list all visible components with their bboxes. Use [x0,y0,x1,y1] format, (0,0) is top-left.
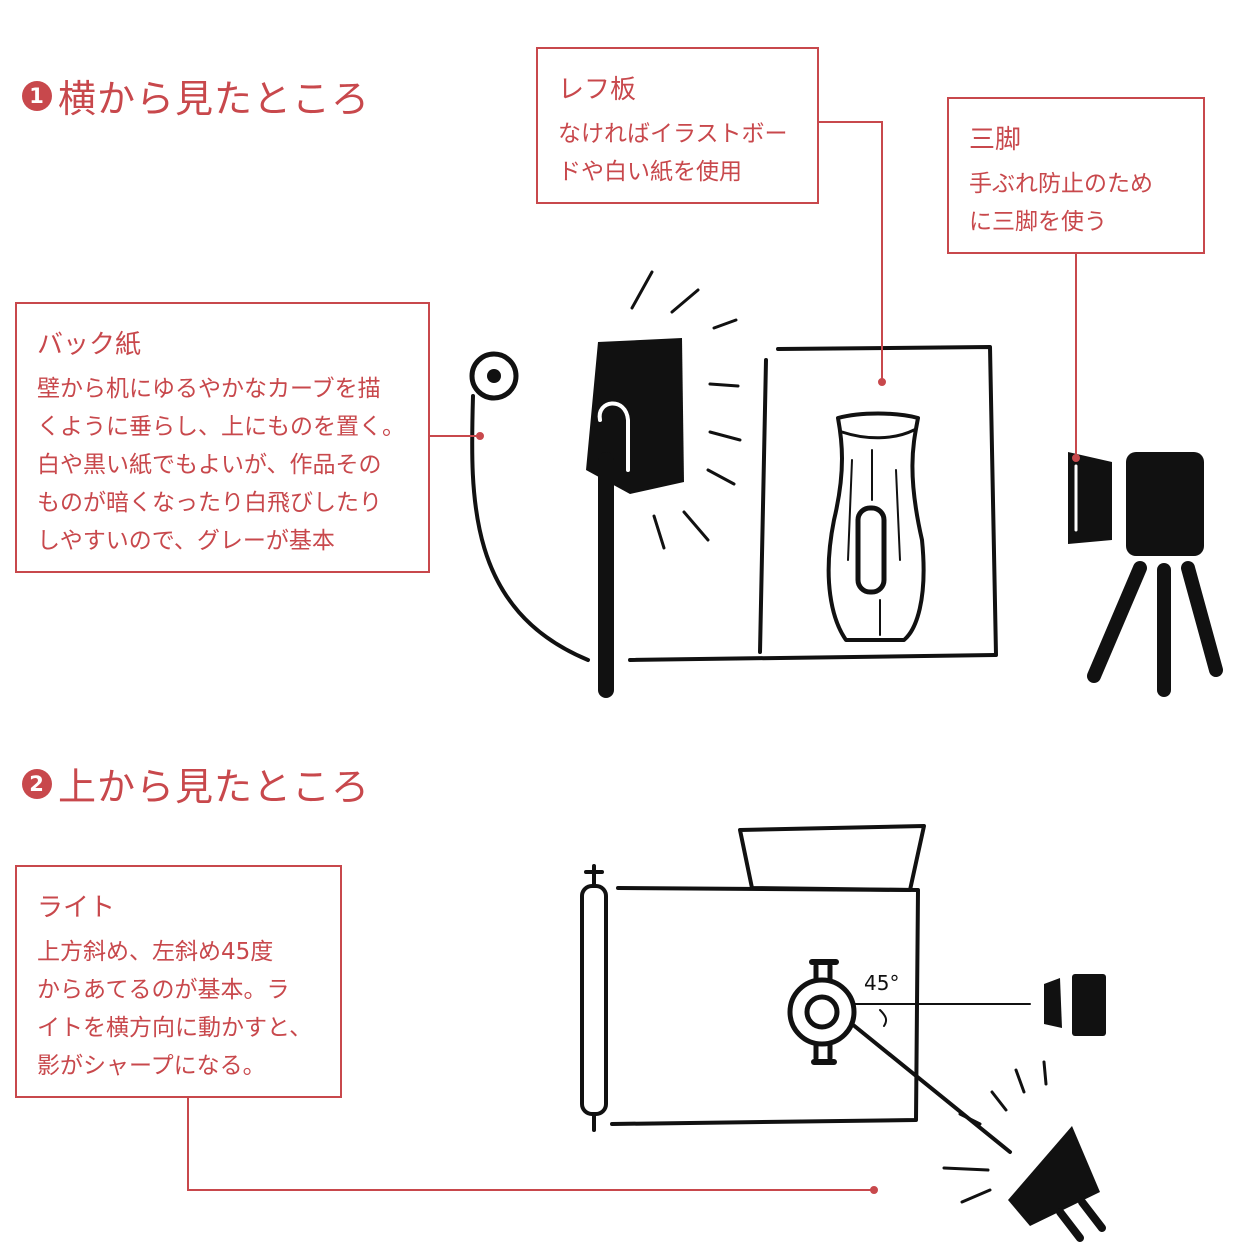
light-line-4: 影がシャープになる。 [37,1053,266,1079]
paper-roll-icon [580,864,608,1132]
light-line-2: からあてるのが基本。ラ [37,977,290,1003]
vase-top-icon [787,959,857,1065]
angle-label: 45° [864,971,899,995]
leader-lines-section2 [187,1096,878,1194]
light-top-icon [942,1060,1106,1242]
section1-heading: 1 横から見たところ [22,68,370,123]
light-callout: ライト 上方斜め、左斜め45度 からあてるのが基本。ラ イトを横方向に動かすと、… [15,865,342,1098]
reflector-line-1: なければイラストボー [558,121,788,147]
tripod-line-1: 手ぶれ防止のため [969,171,1153,197]
reflector-title: レフ板 [558,75,637,105]
backpaper-callout: バック紙 壁から机にゆるやかなカーブを描 くように垂らし、上にものを置く。 白や… [15,302,430,573]
top-view-illustration [580,824,1106,1242]
camera-tripod-icon [1068,452,1223,697]
backpaper-line-4: ものが暗くなったり白飛びしたり [37,490,382,516]
light-line-1: 上方斜め、左斜め45度 [37,939,274,965]
tripod-callout: 三脚 手ぶれ防止のため に三脚を使う [947,97,1205,254]
back-paper-curve [470,394,590,662]
backpaper-line-1: 壁から机にゆるやかなカーブを描 [37,376,381,402]
tripod-title: 三脚 [969,125,1022,155]
backpaper-title: バック紙 [37,330,142,360]
clock-icon [469,351,519,401]
section1-number-badge: 1 [22,80,52,111]
camera-top-icon [1044,974,1106,1036]
reflector-board [758,345,998,657]
vase-icon [826,411,926,642]
light-title: ライト [37,893,116,923]
light-line-3: イトを横方向に動かすと、 [37,1015,313,1041]
leader-lines-section1 [429,121,1080,462]
reflector-line-2: ドや白い紙を使用 [558,159,742,185]
section1-heading-text: 横から見たところ [58,77,371,121]
light-icon [586,270,742,698]
side-view-illustration [469,270,1223,698]
section2-heading: 2 上から見たところ [22,756,370,811]
light-leader [187,1096,874,1191]
tripod-line-2: に三脚を使う [969,209,1107,235]
backpaper-line-5: しやすいので、グレーが基本 [37,528,335,554]
reflector-leader [818,121,883,382]
backpaper-line-3: 白や黒い紙でもよいが、作品その [37,452,382,478]
section2-heading-text: 上から見たところ [58,765,371,809]
section2-number-badge: 2 [22,768,52,799]
reflector-callout: レフ板 なければイラストボー ドや白い紙を使用 [536,47,819,204]
backpaper-line-2: くように垂らし、上にものを置く。 [37,414,405,440]
